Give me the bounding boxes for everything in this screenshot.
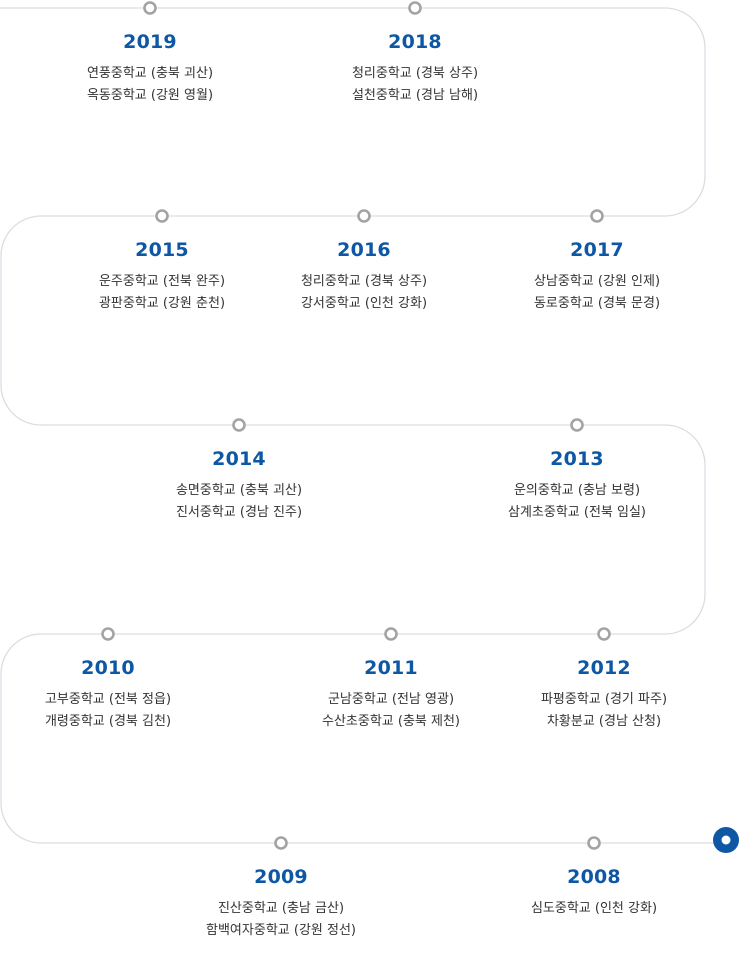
timeline-snake-line xyxy=(0,7,726,844)
timeline-entry-2017: 2017 상남중학교 (강원 인제) 동로중학교 (경북 문경) xyxy=(482,238,712,315)
timeline-node-2015 xyxy=(155,209,169,223)
school-name: 진서중학교 (경남 진주) xyxy=(175,505,303,520)
school-name: 청리중학교 (경북 상주) xyxy=(351,66,479,81)
school-name: 고부중학교 (전북 정읍) xyxy=(44,692,172,707)
year-label: 2015 xyxy=(135,239,189,261)
timeline-nodes xyxy=(101,1,739,853)
school-name: 송면중학교 (충북 괴산) xyxy=(175,483,303,498)
year-label: 2017 xyxy=(570,239,624,261)
timeline-node-2009 xyxy=(274,836,288,850)
timeline-node-2012 xyxy=(597,627,611,641)
school-name: 개령중학교 (경북 김천) xyxy=(44,714,172,729)
school-name: 강서중학교 (인천 강화) xyxy=(300,296,428,311)
timeline-node-2018 xyxy=(408,1,422,15)
timeline-node-2008 xyxy=(587,836,601,850)
timeline-node-2013 xyxy=(570,418,584,432)
year-label: 2009 xyxy=(254,866,308,888)
school-name: 심도중학교 (인천 강화) xyxy=(530,901,658,916)
timeline-entry-2011: 2011 군남중학교 (전남 영광) 수산초중학교 (충북 제천) xyxy=(276,656,506,733)
school-list: 심도중학교 (인천 강화) xyxy=(479,898,709,920)
timeline-entry-2013: 2013 운의중학교 (충남 보령) 삼계초중학교 (전북 임실) xyxy=(462,447,692,524)
timeline-node-2019 xyxy=(143,1,157,15)
school-name: 운주중학교 (전북 완주) xyxy=(98,274,226,289)
timeline-node-2010 xyxy=(101,627,115,641)
school-list: 청리중학교 (경북 상주) 강서중학교 (인천 강화) xyxy=(249,271,479,315)
timeline-entry-2010: 2010 고부중학교 (전북 정읍) 개령중학교 (경북 김천) xyxy=(0,656,223,733)
school-list: 파평중학교 (경기 파주) 차황분교 (경남 산청) xyxy=(489,689,719,733)
school-list: 운의중학교 (충남 보령) 삼계초중학교 (전북 임실) xyxy=(462,480,692,524)
school-name: 설천중학교 (경남 남해) xyxy=(351,88,479,103)
timeline-node-2011 xyxy=(384,627,398,641)
school-name: 차황분교 (경남 산청) xyxy=(546,714,662,729)
school-list: 운주중학교 (전북 완주) 광판중학교 (강원 춘천) xyxy=(47,271,277,315)
year-label: 2016 xyxy=(337,239,391,261)
school-name: 진산중학교 (충남 금산) xyxy=(217,901,345,916)
timeline-entry-2008: 2008 심도중학교 (인천 강화) xyxy=(479,865,709,920)
school-list: 송면중학교 (충북 괴산) 진서중학교 (경남 진주) xyxy=(124,480,354,524)
timeline-entry-2012: 2012 파평중학교 (경기 파주) 차황분교 (경남 산청) xyxy=(489,656,719,733)
year-label: 2011 xyxy=(364,657,418,679)
year-label: 2014 xyxy=(212,448,266,470)
timeline-entry-2016: 2016 청리중학교 (경북 상주) 강서중학교 (인천 강화) xyxy=(249,238,479,315)
school-list: 연풍중학교 (충북 괴산) 옥동중학교 (강원 영월) xyxy=(35,63,265,107)
timeline-entry-2018: 2018 청리중학교 (경북 상주) 설천중학교 (경남 남해) xyxy=(300,30,530,107)
school-name: 옥동중학교 (강원 영월) xyxy=(86,88,214,103)
school-list: 군남중학교 (전남 영광) 수산초중학교 (충북 제천) xyxy=(276,689,506,733)
school-list: 진산중학교 (충남 금산) 함백여자중학교 (강원 정선) xyxy=(166,898,396,942)
year-label: 2018 xyxy=(388,31,442,53)
school-name: 함백여자중학교 (강원 정선) xyxy=(206,923,356,938)
school-name: 동로중학교 (경북 문경) xyxy=(533,296,661,311)
timeline-node-2017 xyxy=(590,209,604,223)
year-label: 2013 xyxy=(550,448,604,470)
year-label: 2008 xyxy=(567,866,621,888)
school-name: 파평중학교 (경기 파주) xyxy=(540,692,668,707)
timeline-entry-2015: 2015 운주중학교 (전북 완주) 광판중학교 (강원 춘천) xyxy=(47,238,277,315)
timeline-node-2016 xyxy=(357,209,371,223)
school-name: 군남중학교 (전남 영광) xyxy=(327,692,455,707)
year-label: 2012 xyxy=(577,657,631,679)
school-name: 청리중학교 (경북 상주) xyxy=(300,274,428,289)
timeline-node-2014 xyxy=(232,418,246,432)
year-label: 2019 xyxy=(123,31,177,53)
timeline-entry-2009: 2009 진산중학교 (충남 금산) 함백여자중학교 (강원 정선) xyxy=(166,865,396,942)
school-list: 고부중학교 (전북 정읍) 개령중학교 (경북 김천) xyxy=(0,689,223,733)
school-name: 연풍중학교 (충북 괴산) xyxy=(86,66,214,81)
school-name: 광판중학교 (강원 춘천) xyxy=(98,296,226,311)
school-list: 상남중학교 (강원 인제) 동로중학교 (경북 문경) xyxy=(482,271,712,315)
school-name: 상남중학교 (강원 인제) xyxy=(533,274,661,289)
year-label: 2010 xyxy=(81,657,135,679)
timeline-entry-2014: 2014 송면중학교 (충북 괴산) 진서중학교 (경남 진주) xyxy=(124,447,354,524)
timeline-entry-2019: 2019 연풍중학교 (충북 괴산) 옥동중학교 (강원 영월) xyxy=(35,30,265,107)
school-name: 수산초중학교 (충북 제천) xyxy=(321,714,460,729)
timeline-end-node-center xyxy=(721,835,731,845)
school-name: 삼계초중학교 (전북 임실) xyxy=(507,505,646,520)
school-name: 운의중학교 (충남 보령) xyxy=(513,483,641,498)
school-list: 청리중학교 (경북 상주) 설천중학교 (경남 남해) xyxy=(300,63,530,107)
